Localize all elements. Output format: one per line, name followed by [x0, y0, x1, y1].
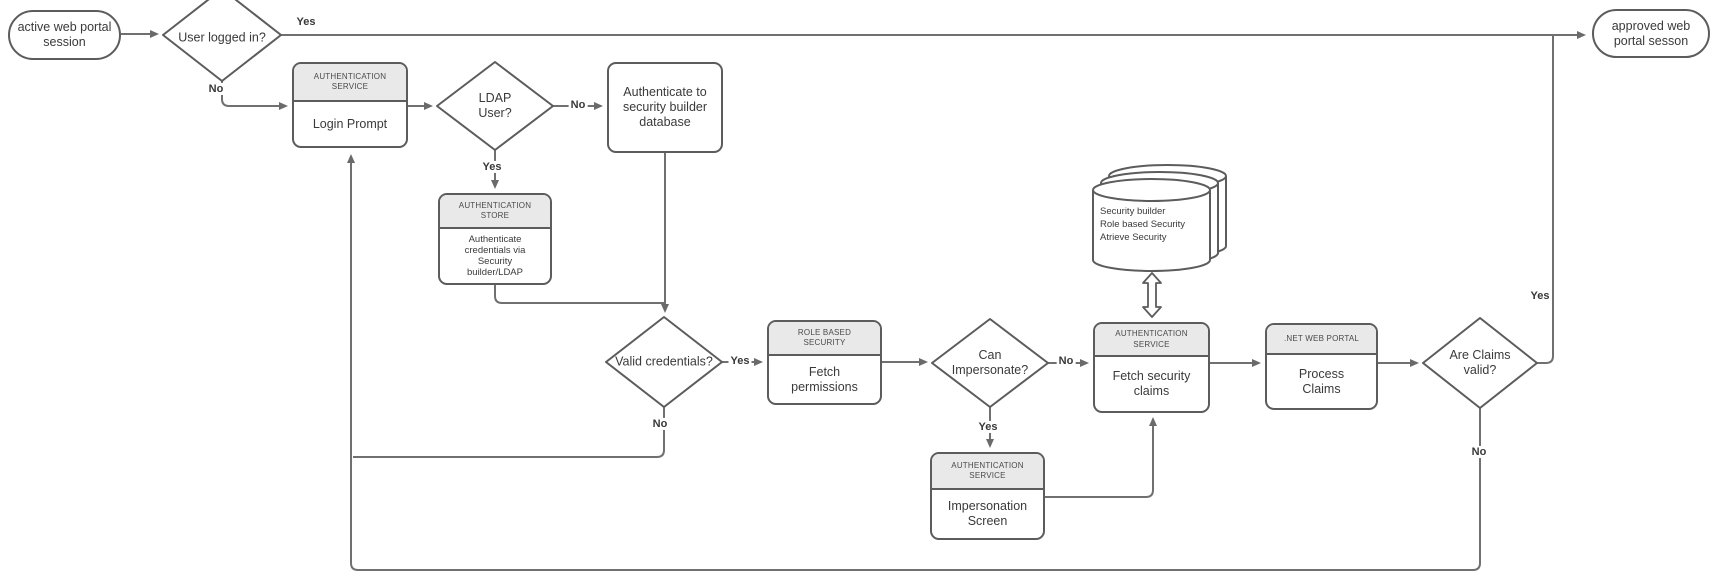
process-login-prompt-label: Login Prompt: [312, 116, 388, 131]
db-sync-double-arrow: [1142, 272, 1162, 318]
connector-impersonation-to-claims: [1045, 417, 1157, 498]
decision-can-impersonate-shape: [931, 318, 1049, 408]
edge-label-impersonate-no: No: [1056, 354, 1076, 368]
database-line-2: Role based Security: [1100, 219, 1186, 231]
terminator-approved-session: approved web portal sesson: [1592, 9, 1710, 58]
decision-user-logged-in-label: User logged in?: [178, 30, 266, 45]
edge-label-ldap-no: No: [568, 98, 588, 112]
process-auth-store: AUTHENTICATION STORE Authenticate creden…: [438, 193, 552, 285]
connector-user-no: [221, 81, 288, 110]
process-process-claims-label: Process Claims: [1298, 366, 1345, 396]
edge-label-impersonate-yes: Yes: [976, 420, 1000, 434]
database-line-3: Atrieve Security: [1100, 232, 1167, 244]
process-process-claims-header: .NET WEB PORTAL: [1267, 325, 1376, 355]
connector-valid-no-return: [353, 407, 665, 458]
connector-store-join: [494, 285, 664, 304]
edge-label-claims-no: No: [1469, 445, 1489, 459]
process-login-prompt: AUTHENTICATION SERVICE Login Prompt: [292, 62, 408, 148]
process-login-prompt-header: AUTHENTICATION SERVICE: [294, 64, 406, 102]
decision-can-impersonate-label: Can Impersonate?: [951, 348, 1029, 377]
decision-are-claims-valid-shape: [1422, 317, 1538, 409]
edge-label-claims-yes: Yes: [1528, 289, 1552, 303]
process-impersonation-screen: AUTHENTICATION SERVICE Impersonation Scr…: [930, 452, 1045, 540]
process-fetch-claims-header: AUTHENTICATION SERVICE: [1095, 324, 1208, 357]
edge-label-valid-no: No: [650, 417, 670, 431]
process-auth-store-label: Authenticate credentials via Security bu…: [464, 233, 526, 279]
process-impersonation-screen-header: AUTHENTICATION SERVICE: [932, 454, 1043, 490]
decision-user-logged-in-shape: [162, 0, 282, 82]
process-impersonation-screen-label: Impersonation Screen: [947, 499, 1028, 528]
decision-valid-credentials-label: Valid credentials?: [615, 354, 713, 369]
decision-valid-credentials-shape: [605, 316, 723, 408]
terminator-active-session: active web portal session: [8, 10, 121, 60]
database-security-label: Security builder Role based Security Atr…: [1100, 205, 1208, 244]
edge-label-user-no: No: [206, 82, 226, 96]
edge-label-ldap-yes: Yes: [480, 160, 504, 174]
process-fetch-claims: AUTHENTICATION SERVICE Fetch security cl…: [1093, 322, 1210, 413]
decision-ldap-user-shape: [436, 61, 554, 151]
terminator-approved-session-label: approved web portal sesson: [1611, 18, 1691, 48]
database-line-1: Security builder: [1100, 206, 1166, 217]
decision-ldap-user-label: LDAP User?: [478, 91, 512, 120]
terminator-active-session-label: active web portal session: [17, 20, 112, 49]
database-cylinder-front: [1092, 178, 1211, 272]
process-fetch-permissions: ROLE BASED SECURITY Fetch permissions: [767, 320, 882, 405]
process-process-claims: .NET WEB PORTAL Process Claims: [1265, 323, 1378, 410]
connector-claimsvalid-yes: [1537, 36, 1554, 364]
process-authenticate-db: Authenticate to security builder databas…: [607, 62, 723, 153]
process-fetch-permissions-header: ROLE BASED SECURITY: [769, 322, 880, 356]
process-authenticate-db-label: Authenticate to security builder databas…: [622, 85, 708, 129]
edge-label-user-yes: Yes: [294, 15, 318, 29]
process-auth-store-header: AUTHENTICATION STORE: [440, 195, 550, 229]
connector-claimsvalid-no-return: [347, 154, 1481, 571]
decision-are-claims-valid-label: Are Claims valid?: [1449, 348, 1511, 377]
edge-label-valid-yes: Yes: [728, 354, 752, 368]
process-fetch-claims-label: Fetch security claims: [1112, 369, 1191, 398]
process-fetch-permissions-label: Fetch permissions: [791, 364, 858, 394]
